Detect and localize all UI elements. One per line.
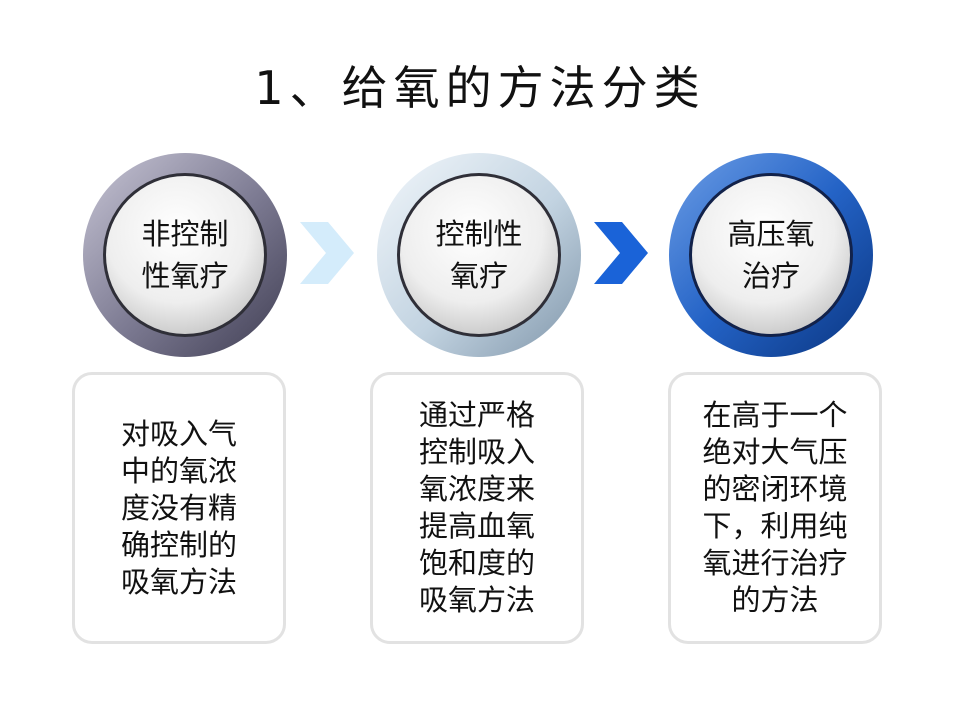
step-3-description: 在高于一个 绝对大气压 的密闭环境 下，利用纯 氧进行治疗 的方法 [702,398,848,617]
step-3-circle: 高压氧 治疗 [666,150,876,360]
step-2-label: 控制性 氧疗 [435,217,523,293]
slide-title: 1、给氧的方法分类 [254,61,706,115]
step-1-description-box: 对吸入气 中的氧浓 度没有精 确控制的 吸氧方法 [72,372,286,644]
step-1-description: 对吸入气 中的氧浓 度没有精 确控制的 吸氧方法 [120,416,237,599]
chevron-right-icon-light [300,222,354,284]
step-2-ring-graphic [377,153,581,357]
step-2-description-box: 通过严格 控制吸入 氧浓度来 提高血氧 饱和度的 吸氧方法 [370,372,584,644]
step-2-description: 通过严格 控制吸入 氧浓度来 提高血氧 饱和度的 吸氧方法 [418,398,535,617]
step-3-ring-graphic [669,153,873,357]
step-3-description-box: 在高于一个 绝对大气压 的密闭环境 下，利用纯 氧进行治疗 的方法 [668,372,882,644]
step-3-label: 高压氧 治疗 [727,217,815,293]
step-1-label: 非控制 性氧疗 [141,217,229,293]
step-1-ring-graphic [83,153,287,357]
step-1-circle: 非控制 性氧疗 [80,150,290,360]
step-2-circle: 控制性 氧疗 [374,150,584,360]
chevron-right-icon-dark [594,222,648,284]
